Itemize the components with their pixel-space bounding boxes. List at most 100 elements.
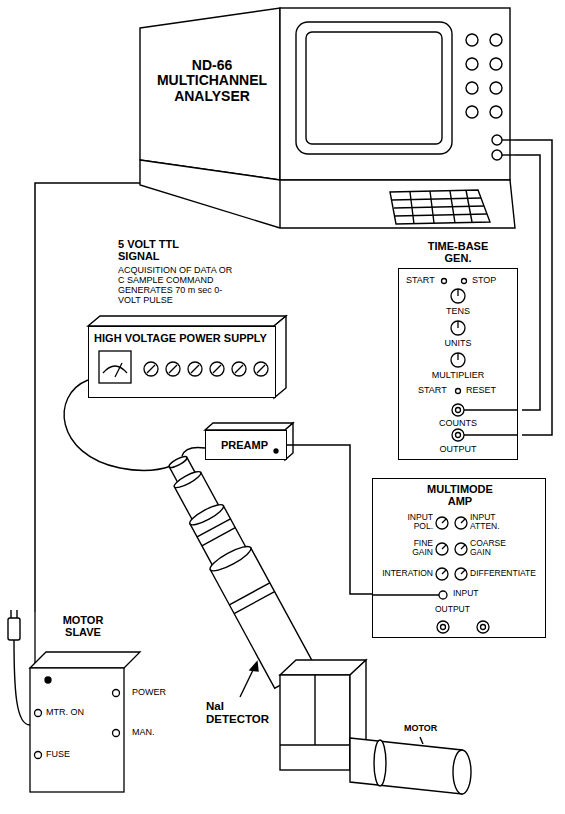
line-art	[456, 389, 461, 394]
control-label: UNITS	[398, 339, 518, 349]
button	[466, 58, 478, 70]
detector-ring	[168, 455, 188, 470]
line-art	[455, 517, 467, 529]
control-label: INTERATION	[375, 569, 433, 578]
annotation-label: MOTOR	[404, 724, 437, 734]
line-art	[457, 321, 458, 328]
plug-prong	[10, 610, 11, 618]
button	[490, 82, 502, 94]
control-label: COARSE GAIN	[470, 539, 514, 558]
control-label: STOP	[472, 276, 496, 286]
button	[490, 58, 502, 70]
signal-cable	[515, 140, 552, 435]
motor-body	[350, 738, 462, 794]
line-art	[35, 752, 42, 759]
monitor-base	[140, 160, 515, 228]
leader-line	[420, 737, 423, 744]
motor-end	[453, 750, 471, 794]
line-art	[436, 517, 448, 529]
head-front	[280, 675, 350, 770]
button	[466, 82, 478, 94]
detector-band	[234, 592, 274, 614]
amplifier-panel: MULTIMODE AMPINPUT POL.INPUT ATTEN.FINE …	[372, 478, 546, 638]
control-label: MULTIPLIER	[398, 371, 518, 381]
node-title: PREAMP	[206, 439, 283, 451]
screen-bezel	[296, 22, 452, 154]
line-art	[461, 519, 465, 523]
panel-controls	[22, 612, 172, 794]
control-label: COUNTS	[398, 419, 518, 429]
line-art	[115, 363, 122, 377]
line-art	[481, 625, 486, 630]
control-label: MTR. ON	[46, 708, 84, 718]
line-art	[439, 591, 447, 599]
line-art	[35, 710, 42, 717]
line-art	[103, 366, 127, 373]
keyboard-col	[410, 192, 414, 224]
node-title: ND-66 MULTICHANNEL ANALYSER	[150, 58, 274, 104]
detector-ring	[172, 469, 202, 490]
line-art	[274, 449, 278, 453]
line-art	[147, 365, 155, 373]
keyboard-row	[394, 206, 484, 208]
line-art	[461, 545, 465, 549]
power-cord	[14, 640, 30, 725]
line-art	[257, 365, 265, 373]
control-label: FUSE	[46, 750, 70, 760]
keyboard-col	[466, 190, 472, 222]
line-art	[99, 351, 131, 383]
node-title: MULTIMODE AMP	[418, 483, 502, 507]
line-art	[451, 353, 465, 367]
node-title: MOTOR SLAVE	[48, 614, 118, 638]
button	[490, 34, 502, 46]
signal-cable	[515, 155, 540, 410]
monitor-front	[280, 8, 510, 180]
control-label: INPUT POL.	[399, 513, 433, 532]
line-art	[457, 289, 458, 296]
monitor-side	[140, 8, 280, 180]
line-art	[452, 429, 464, 441]
line-art	[442, 570, 446, 574]
line-art	[451, 321, 465, 335]
keyboard-row	[395, 214, 487, 216]
analyser-box: ND-66 MULTICHANNEL ANALYSER	[140, 0, 515, 230]
line-art	[455, 543, 467, 555]
line-art	[464, 409, 518, 410]
screen	[306, 32, 442, 144]
annotation-label: 5 VOLT TTL SIGNAL	[118, 238, 218, 262]
detector-band	[202, 528, 235, 546]
line-art	[113, 730, 120, 737]
leader-arrow	[240, 668, 254, 697]
keyboard	[390, 190, 490, 224]
port-stub	[502, 139, 515, 140]
signal-cable	[287, 445, 372, 594]
line-art	[34, 612, 35, 663]
line-art	[45, 677, 51, 683]
line-art	[441, 625, 446, 630]
base-edge	[279, 180, 280, 228]
detector-ring	[207, 542, 253, 574]
line-art	[373, 594, 439, 595]
line-art	[452, 404, 464, 416]
control-label: START	[406, 276, 435, 286]
port	[492, 135, 502, 145]
control-label: MAN.	[132, 728, 155, 738]
power-supply-box: HIGH VOLTAGE POWER SUPPLY	[88, 326, 276, 398]
control-label: DIFFERENTIATE	[470, 569, 536, 578]
control-label: OUTPUT	[435, 605, 470, 614]
arrow-head	[250, 662, 258, 671]
line-art	[437, 621, 449, 633]
detector-band	[229, 583, 269, 605]
line-art	[144, 362, 158, 376]
head-split	[314, 675, 315, 745]
line-art	[442, 519, 446, 523]
line-art	[436, 568, 448, 580]
port	[492, 150, 502, 160]
keyboard-col	[450, 191, 455, 223]
preamp-top	[205, 423, 293, 430]
line-art	[210, 362, 224, 376]
line-art	[166, 362, 180, 376]
motor-flange	[374, 740, 386, 786]
line-art	[464, 434, 518, 435]
